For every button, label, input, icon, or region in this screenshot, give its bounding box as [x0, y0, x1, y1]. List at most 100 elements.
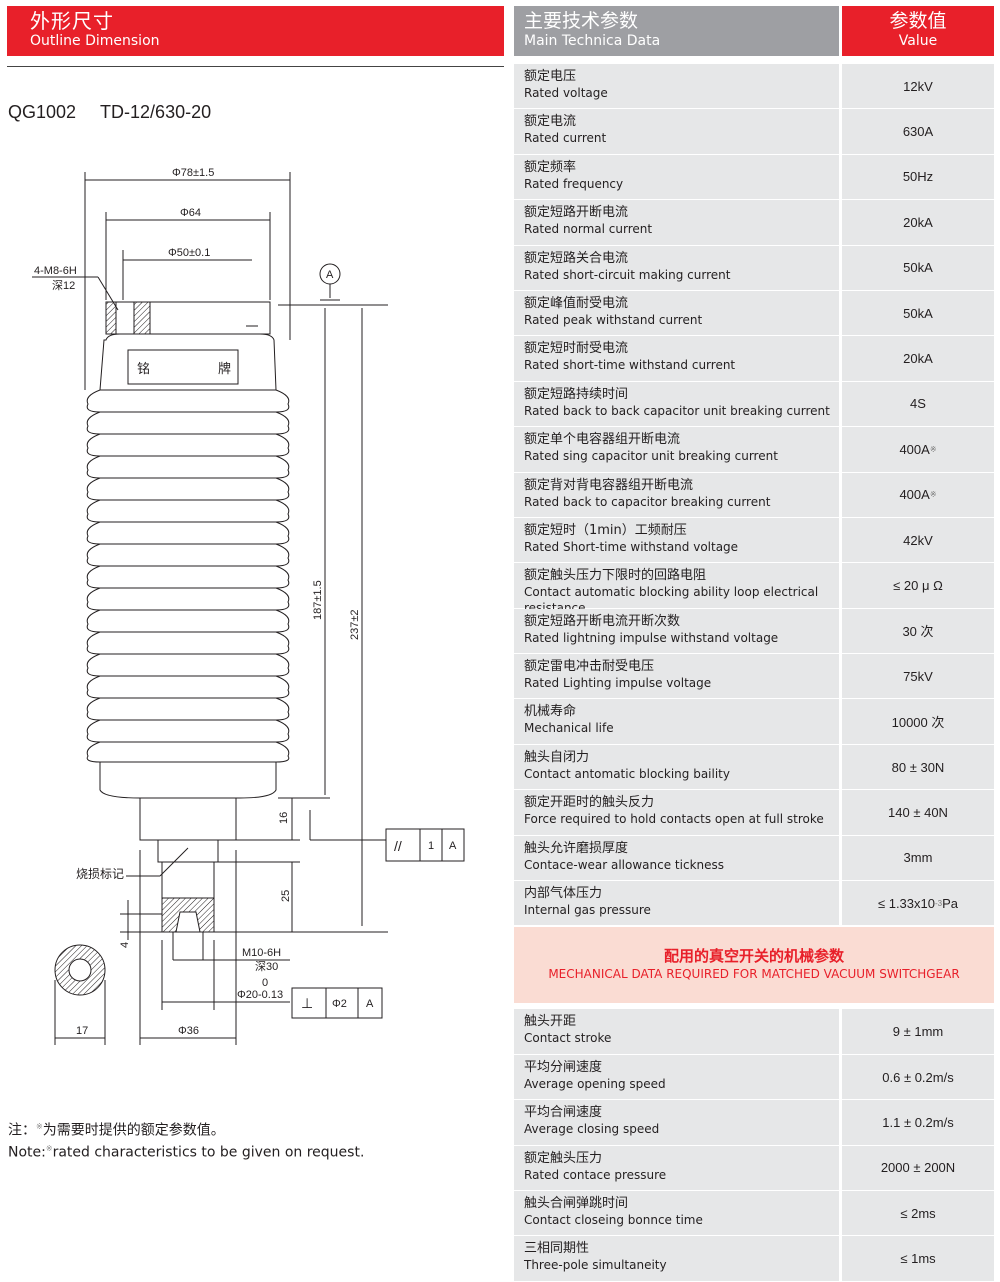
dim-h16: 16	[278, 812, 290, 824]
value-text: ≤ 20 μ Ω	[893, 577, 943, 593]
param-zh: 平均分闸速度	[524, 1059, 603, 1075]
param-en: Force required to hold contacts open at …	[524, 812, 824, 827]
param-en: Rated contace pressure	[524, 1167, 667, 1182]
outline-title-en: Outline Dimension	[30, 33, 160, 49]
value-cell: 80 ± 30N	[842, 744, 994, 790]
perp-ref: A	[366, 998, 374, 1010]
value-cell: 630A	[842, 109, 994, 154]
perp-symbol: ⊥	[301, 995, 313, 1011]
value-cell: 50kA	[842, 290, 994, 336]
value-text: 50Hz	[902, 169, 934, 185]
param-en: Average closing speed	[524, 1122, 660, 1137]
param-en: Rated Lighting impulse voltage	[524, 676, 712, 691]
note-zh-prefix: 注：	[8, 1122, 36, 1139]
value-cell: 75kV	[842, 654, 994, 699]
m10-label: M10-6H	[242, 947, 281, 959]
value-cell: 20kA	[842, 200, 994, 245]
mech-header-en: MECHANICAL DATA REQUIRED FOR MATCHED VAC…	[548, 967, 960, 982]
value-cell: 400A※	[842, 427, 994, 472]
param-en: Rated back to back capacitor unit breaki…	[524, 403, 830, 418]
perp-value: Φ2	[332, 998, 347, 1010]
value-text: 50kA	[903, 260, 933, 276]
note-mark: ※	[36, 1122, 43, 1131]
nameplate-right: 牌	[218, 361, 231, 376]
value-mark: ※	[929, 490, 937, 500]
note-en-text: rated characteristics to be given on req…	[52, 1144, 365, 1161]
value-text: 630A	[902, 124, 934, 140]
param-zh: 额定单个电容器组开断电流	[524, 432, 681, 448]
parallel-symbol: //	[394, 838, 402, 854]
parallel-value: 1	[428, 840, 434, 852]
value-cell: 30 次	[842, 608, 994, 654]
value-cell: 3mm	[842, 835, 994, 881]
value-text: 3mm	[903, 850, 933, 866]
param-zh: 额定触头压力	[524, 1150, 603, 1166]
value-text: 140 ± 40N	[888, 804, 948, 820]
param-zh: 内部气体压力	[524, 886, 603, 902]
param-zh: 平均合闸速度	[524, 1105, 603, 1121]
param-zh: 额定开距时的触头反力	[524, 795, 655, 811]
value-cell: 9 ± 1mm	[842, 1009, 994, 1054]
value-text: 12kV	[903, 78, 933, 94]
param-header: 主要技术参数 Main Technica Data	[514, 6, 839, 56]
value-cell: 1.1 ± 0.2m/s	[842, 1100, 994, 1145]
param-zh: 额定电压	[524, 69, 577, 84]
param-en: Rated short-time withstand current	[524, 358, 736, 373]
value-text: 9 ± 1mm	[892, 1024, 944, 1040]
param-zh: 触头允许磨损厚度	[524, 840, 629, 856]
tech-data-table: 主要技术参数 Main Technica Data 参数值 Value 额定电压…	[514, 6, 994, 1282]
param-zh: 额定触头压力下限时的回路电阻	[524, 568, 707, 584]
param-en: Contact stroke	[524, 1031, 612, 1046]
param-zh: 额定短时（1min）工频耐压	[524, 522, 687, 538]
outline-drawing: Φ78±1.5 Φ64 Φ50±0.1 4-M8-6H 深12 A 铭 牌 18…	[32, 167, 465, 1045]
param-zh: 三相同期性	[524, 1241, 590, 1257]
parallel-ref: A	[449, 840, 457, 852]
value-header-en: Value	[898, 33, 938, 49]
value-cell: 42kV	[842, 517, 994, 563]
param-en: Contact antomatic blocking baility	[524, 766, 730, 781]
value-cell: 0.6 ± 0.2m/s	[842, 1054, 994, 1100]
param-en: Rated Short-time withstand voltage	[524, 539, 739, 554]
param-en: Contact closeing bonnce time	[524, 1212, 703, 1227]
dim-h25: 25	[280, 890, 292, 902]
param-zh: 触头自闭力	[524, 749, 590, 765]
param-zh: 额定电流	[524, 114, 577, 130]
dim-h187: 187±1.5	[312, 580, 324, 620]
value-text: 400A	[899, 487, 930, 503]
param-en: Average opening speed	[524, 1076, 666, 1091]
param-en: Rated lightning impulse withstand voltag…	[524, 630, 779, 645]
value-cell: 12kV	[842, 64, 994, 109]
param-en: Rated current	[524, 131, 607, 146]
datum-a: A	[326, 269, 334, 281]
param-en: Mechanical life	[524, 721, 614, 736]
tol0-label: 0	[262, 977, 268, 989]
thread-label: 4-M8-6H	[34, 265, 77, 277]
value-header-zh: 参数值	[889, 10, 947, 32]
dim-d50: Φ50±0.1	[168, 247, 210, 259]
value-cell: 400A※	[842, 472, 994, 517]
value-cell: ≤ 1ms	[842, 1236, 994, 1281]
param-header-zh: 主要技术参数	[524, 10, 639, 32]
value-text: 75kV	[903, 668, 933, 684]
